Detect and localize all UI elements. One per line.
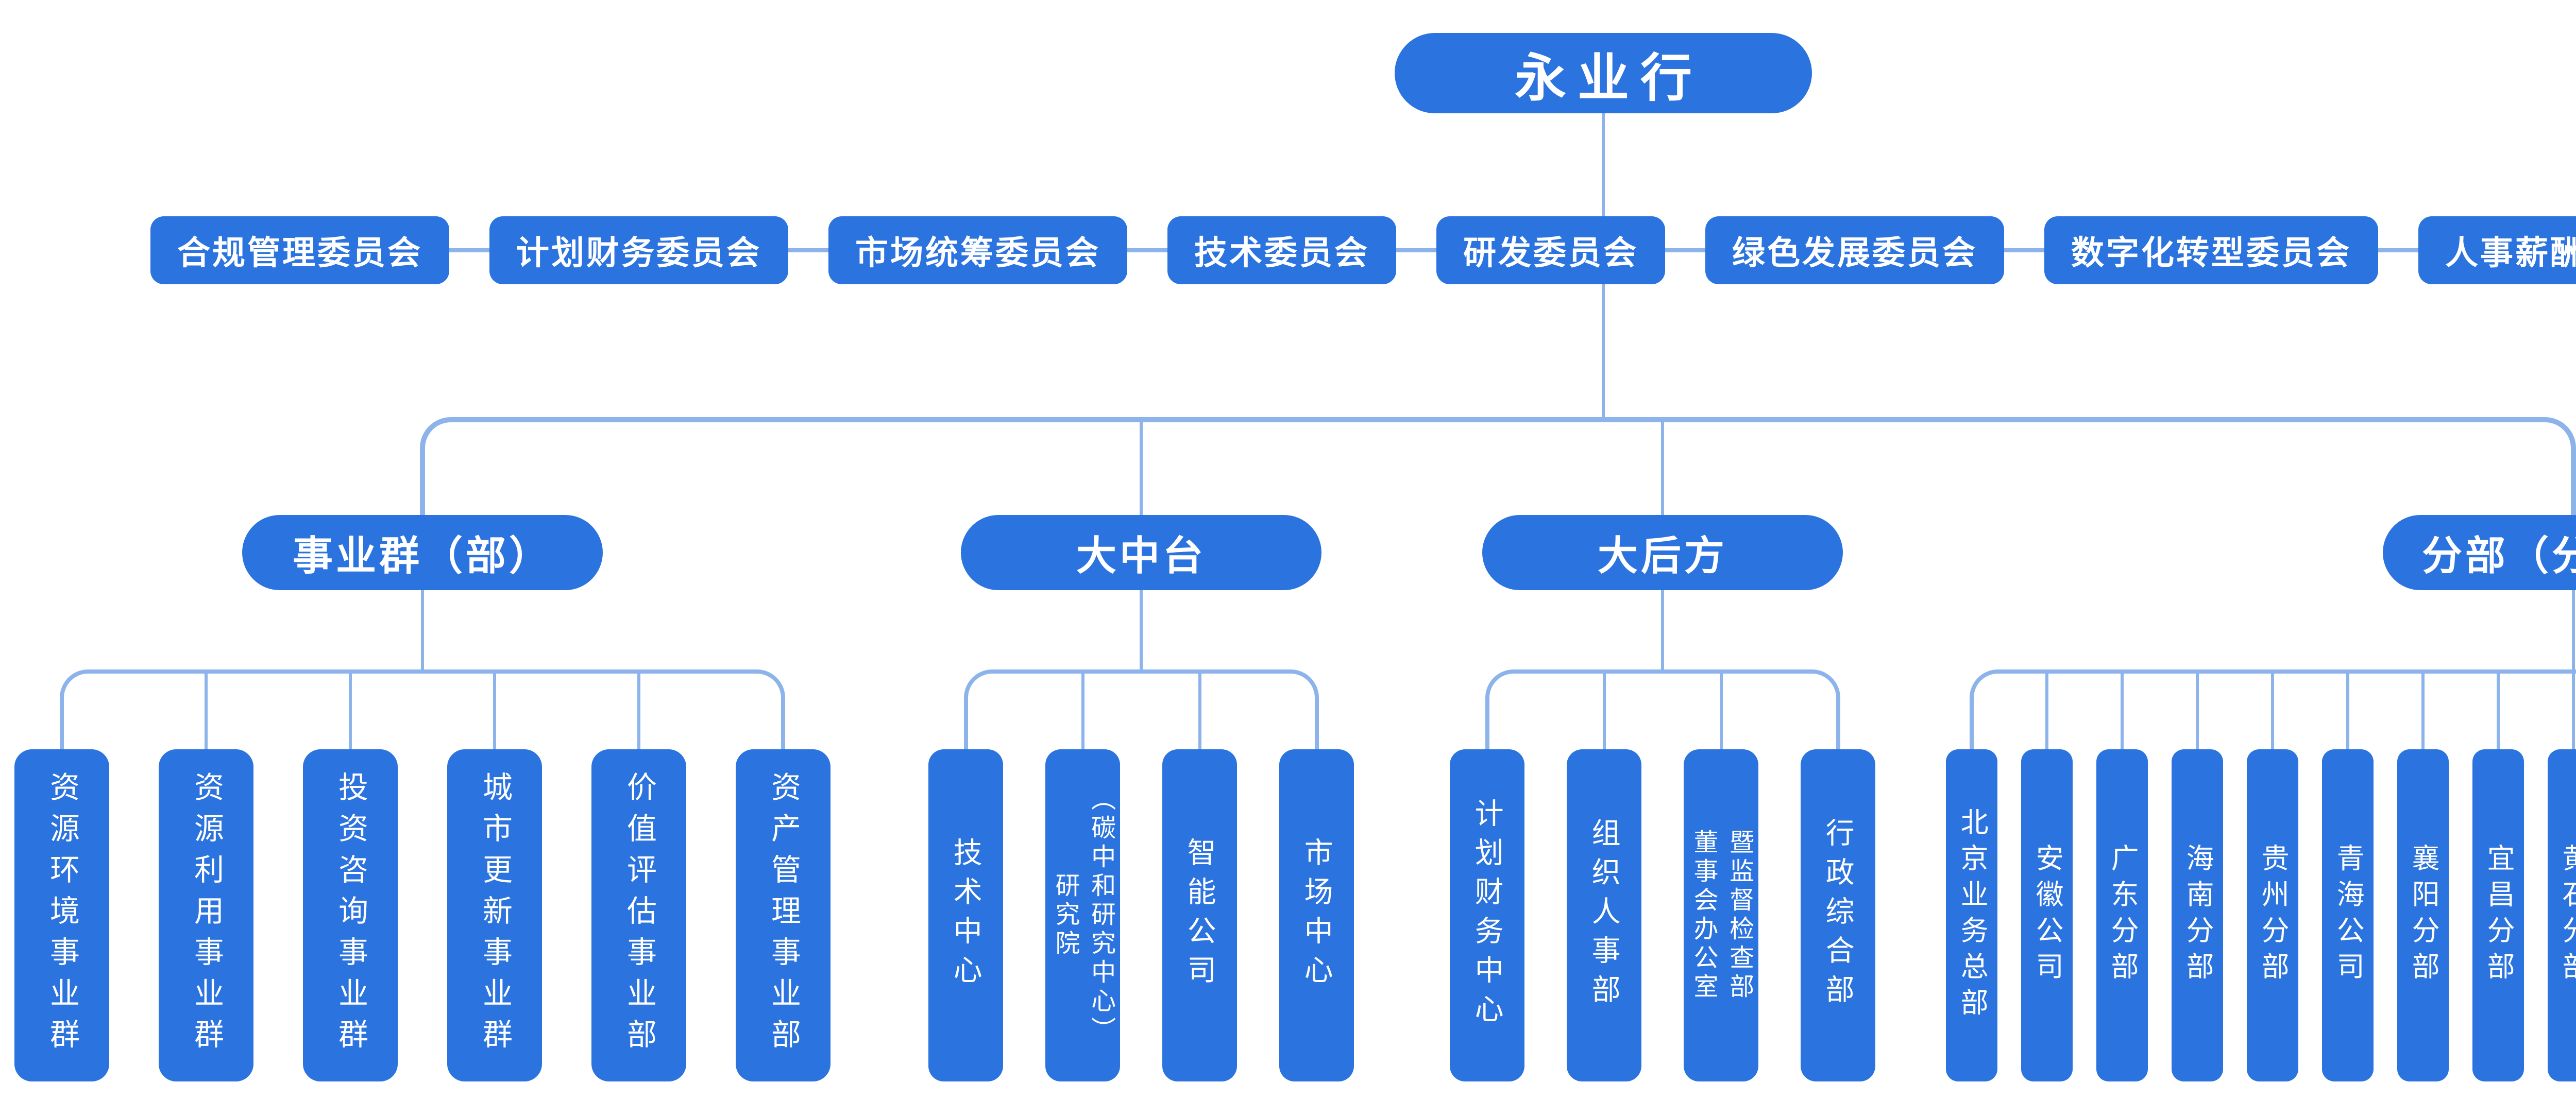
leaf-label: 投资咨询事业群: [334, 771, 368, 1060]
leaf-drop-line: [1602, 669, 1606, 749]
committee-node-2[interactable]: 计划财务委员会: [489, 216, 788, 284]
leaf-drop-line: [2196, 669, 2199, 749]
leaf-drop-line: [1719, 669, 1723, 749]
committee-label: 市场统筹委员会: [855, 234, 1100, 271]
leaf-label: 计划财务中心: [1471, 798, 1504, 1033]
committee-label: 研发委员会: [1463, 234, 1638, 271]
leaf-node[interactable]: 技术中心: [928, 749, 1003, 1081]
group-child-bus: [963, 669, 1319, 749]
leaf-label: 技术中心: [950, 837, 982, 994]
leaf-node[interactable]: 城市更新事业群: [447, 749, 542, 1081]
group-child-bus: [1485, 669, 1840, 749]
level2-drop-line: [1140, 417, 1143, 515]
group-pill-node-2[interactable]: 大中台: [961, 515, 1321, 590]
leaf-label: 董事会办公室 暨监督检查部: [1689, 829, 1753, 1002]
group-pill-node-1[interactable]: 事业群（部）: [242, 515, 603, 590]
leaf-node[interactable]: 黄石分部: [2548, 749, 2576, 1081]
leaf-drop-line: [1081, 669, 1084, 749]
leaf-node[interactable]: 组织人事部: [1567, 749, 1641, 1081]
leaf-node[interactable]: 青海公司: [2322, 749, 2374, 1081]
level2-bus: [420, 417, 2576, 515]
leaf-label: 宜昌分部: [2483, 843, 2514, 988]
committee-label: 数字化转型委员会: [2071, 234, 2351, 271]
leaf-drop-line: [2421, 669, 2425, 749]
leaf-label: 研究院 （碳中和研究中心）: [1051, 785, 1115, 1045]
leaf-node[interactable]: 资产管理事业部: [736, 749, 831, 1081]
leaf-node[interactable]: 海南分部: [2172, 749, 2223, 1081]
leaf-node[interactable]: 智能公司: [1162, 749, 1237, 1081]
group-drop-line: [1140, 590, 1143, 669]
leaf-drop-line: [2572, 669, 2575, 749]
leaf-drop-line: [2121, 669, 2124, 749]
group-drop-line: [1661, 590, 1664, 669]
leaf-label: 广东分部: [2107, 843, 2138, 988]
leaf-node[interactable]: 宜昌分部: [2472, 749, 2524, 1081]
committee-node-1[interactable]: 合规管理委员会: [150, 216, 449, 284]
leaf-label: 资源利用事业群: [190, 771, 224, 1060]
leaf-node[interactable]: 广东分部: [2096, 749, 2148, 1081]
group-drop-line: [2572, 590, 2575, 669]
org-root-label: 永业行: [1515, 49, 1703, 107]
leaf-label: 资源环境事业群: [45, 771, 79, 1060]
group-drop-line: [421, 590, 424, 669]
leaf-label: 市场中心: [1300, 837, 1333, 994]
committee-label: 合规管理委员会: [177, 234, 422, 271]
leaf-drop-line: [2271, 669, 2274, 749]
committee-node-8[interactable]: 人事薪酬委员会: [2418, 216, 2576, 284]
leaf-label: 价值评估事业部: [622, 771, 656, 1060]
group-pill-node-4[interactable]: 分部（分公司）: [2383, 515, 2576, 590]
committee-node-4[interactable]: 技术委员会: [1167, 216, 1396, 284]
group-child-bus: [60, 669, 785, 749]
leaf-node[interactable]: 襄阳分部: [2397, 749, 2449, 1081]
leaf-drop-line: [493, 669, 496, 749]
committee-label: 计划财务委员会: [516, 234, 761, 271]
leaf-node[interactable]: 投资咨询事业群: [303, 749, 398, 1081]
leaf-drop-line: [1198, 669, 1201, 749]
leaf-label: 智能公司: [1183, 837, 1216, 994]
leaf-node[interactable]: 董事会办公室 暨监督检查部: [1684, 749, 1758, 1081]
committee-node-6[interactable]: 绿色发展委员会: [1705, 216, 2004, 284]
leaf-drop-line: [2497, 669, 2500, 749]
leaf-node[interactable]: 贵州分部: [2247, 749, 2298, 1081]
leaf-node[interactable]: 北京业务总部: [1946, 749, 1997, 1081]
leaf-label: 行政综合部: [1822, 817, 1855, 1013]
leaf-label: 安徽公司: [2031, 843, 2063, 988]
group-pill-label: 大中台: [1076, 533, 1206, 578]
committee-node-5[interactable]: 研发委员会: [1436, 216, 1665, 284]
leaf-node[interactable]: 研究院 （碳中和研究中心）: [1045, 749, 1120, 1081]
committee-label: 技术委员会: [1194, 234, 1369, 271]
leaf-drop-line: [2045, 669, 2048, 749]
leaf-label: 海南分部: [2182, 843, 2213, 988]
group-pill-node-3[interactable]: 大后方: [1482, 515, 1843, 590]
leaf-node[interactable]: 行政综合部: [1801, 749, 1875, 1081]
leaf-label: 资产管理事业部: [767, 771, 801, 1060]
leaf-node[interactable]: 市场中心: [1279, 749, 1354, 1081]
org-root-node[interactable]: 永业行: [1395, 33, 1812, 113]
leaf-node[interactable]: 资源利用事业群: [159, 749, 253, 1081]
leaf-drop-line: [205, 669, 208, 749]
leaf-label: 青海公司: [2332, 843, 2364, 988]
committee-node-3[interactable]: 市场统筹委员会: [828, 216, 1127, 284]
leaf-drop-line: [349, 669, 352, 749]
leaf-label: 城市更新事业群: [478, 771, 512, 1060]
leaf-node[interactable]: 价值评估事业部: [591, 749, 686, 1081]
leaf-label: 北京业务总部: [1956, 807, 1988, 1024]
level2-drop-line: [1661, 417, 1664, 515]
group-pill-label: 大后方: [1597, 533, 1727, 578]
committee-label: 绿色发展委员会: [1732, 234, 1977, 271]
committee-row: 合规管理委员会 计划财务委员会 市场统筹委员会 技术委员会 研发委员会 绿色发展委员会 数字…: [150, 216, 2576, 284]
leaf-drop-line: [637, 669, 640, 749]
leaf-label: 黄石分部: [2558, 843, 2576, 988]
committee-label: 人事薪酬委员会: [2445, 234, 2576, 271]
group-pill-label: 事业群（部）: [292, 533, 552, 578]
group-pill-label: 分部（分公司）: [2421, 533, 2576, 578]
leaf-node[interactable]: 资源环境事业群: [14, 749, 109, 1081]
leaf-node[interactable]: 计划财务中心: [1450, 749, 1524, 1081]
leaf-node[interactable]: 安徽公司: [2021, 749, 2073, 1081]
leaf-label: 贵州分部: [2257, 843, 2289, 988]
leaf-label: 组织人事部: [1588, 817, 1621, 1013]
leaf-drop-line: [2346, 669, 2349, 749]
committee-node-7[interactable]: 数字化转型委员会: [2044, 216, 2378, 284]
leaf-label: 襄阳分部: [2408, 843, 2439, 988]
